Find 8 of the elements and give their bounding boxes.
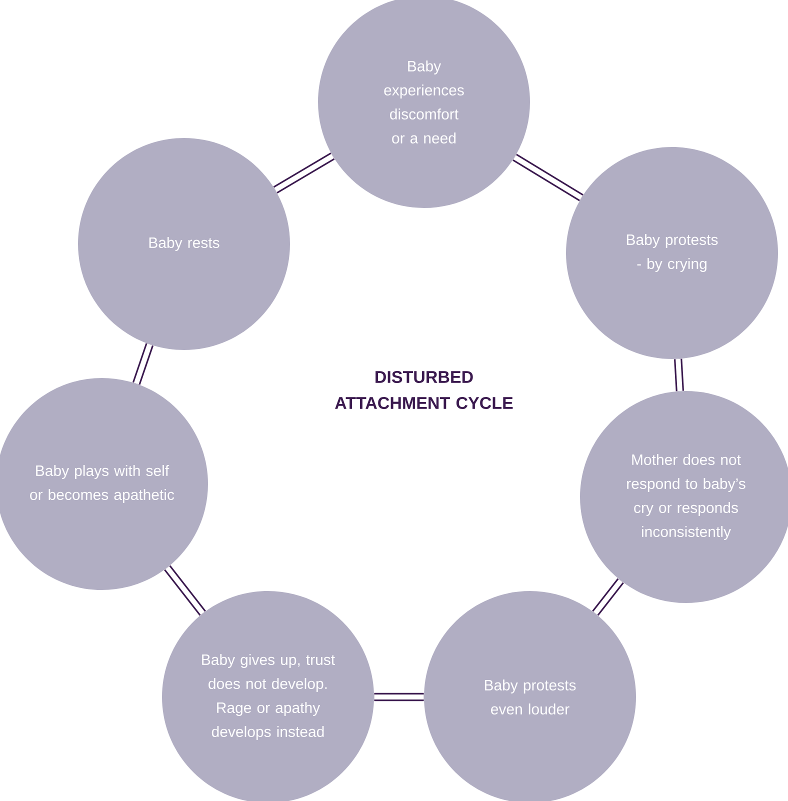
double-connector <box>592 578 624 616</box>
double-connector <box>164 565 206 616</box>
diagram-title: DISTURBED ATTACHMENT CYCLE <box>335 370 513 410</box>
double-connector <box>374 692 424 702</box>
double-connector <box>512 154 584 202</box>
double-connector <box>273 152 335 194</box>
double-connector <box>132 343 154 385</box>
double-connector <box>674 358 684 392</box>
